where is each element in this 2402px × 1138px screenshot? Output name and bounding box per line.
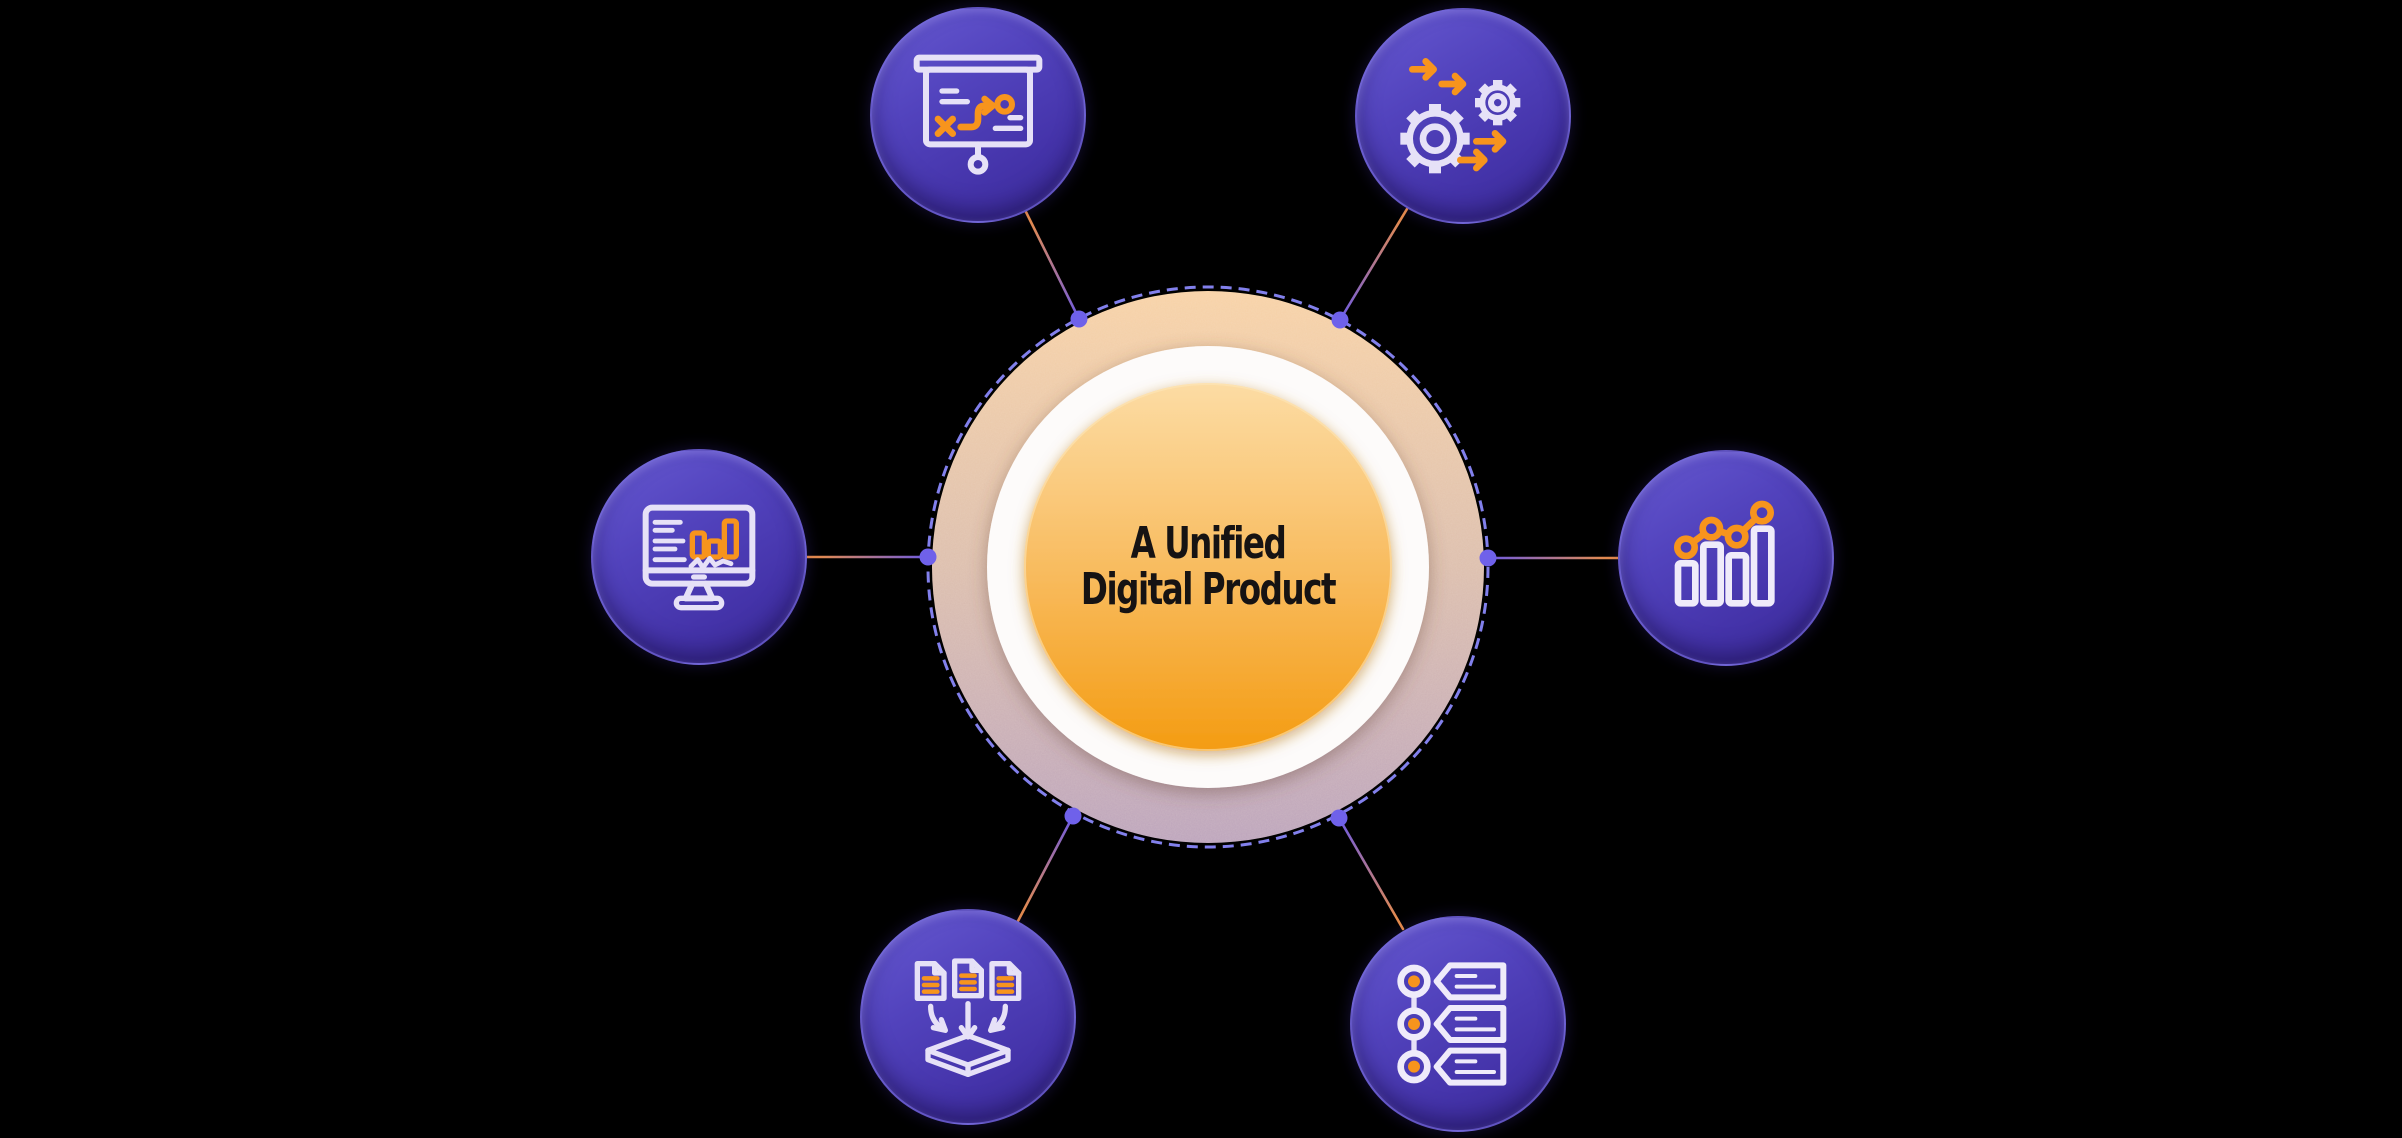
connector-process [1338, 207, 1409, 322]
connector-milestones [1337, 816, 1405, 931]
dot-milestones [1330, 809, 1348, 827]
center-title-line1: A Unified [1130, 518, 1287, 569]
dot-strategy [1070, 310, 1088, 328]
node-analytics-dashboard [591, 449, 807, 665]
core-rim-highlight [1024, 383, 1392, 751]
node-strategy-plan [870, 7, 1086, 223]
dot-data [1064, 807, 1082, 825]
dot-dashboard [919, 548, 937, 566]
center-title-line2: Digital Product [1080, 564, 1337, 615]
node-growth-metrics [1618, 450, 1834, 666]
connector-strategy [1024, 210, 1081, 321]
gears-arrows-icon [1400, 57, 1521, 174]
dot-process [1331, 311, 1349, 329]
bar-line-chart-icon [1674, 500, 1775, 607]
documents-merge-icon [914, 958, 1022, 1077]
connector-dots [919, 310, 1497, 827]
node-process-automation [1355, 8, 1571, 224]
center-title: A Unified Digital Product [1080, 518, 1337, 615]
core-disc [1024, 383, 1392, 751]
strategy-presentation-icon [913, 54, 1043, 175]
connector-lines [805, 207, 1620, 931]
monitor-analytics-icon [642, 504, 756, 611]
timeline-tags-icon [1397, 962, 1507, 1086]
connector-data [1016, 814, 1075, 923]
node-milestone-roadmap [1350, 916, 1566, 1132]
node-data-consolidation [860, 909, 1076, 1125]
center-hub [926, 285, 1490, 849]
dot-growth [1479, 549, 1497, 567]
dashed-ring [926, 285, 1490, 849]
